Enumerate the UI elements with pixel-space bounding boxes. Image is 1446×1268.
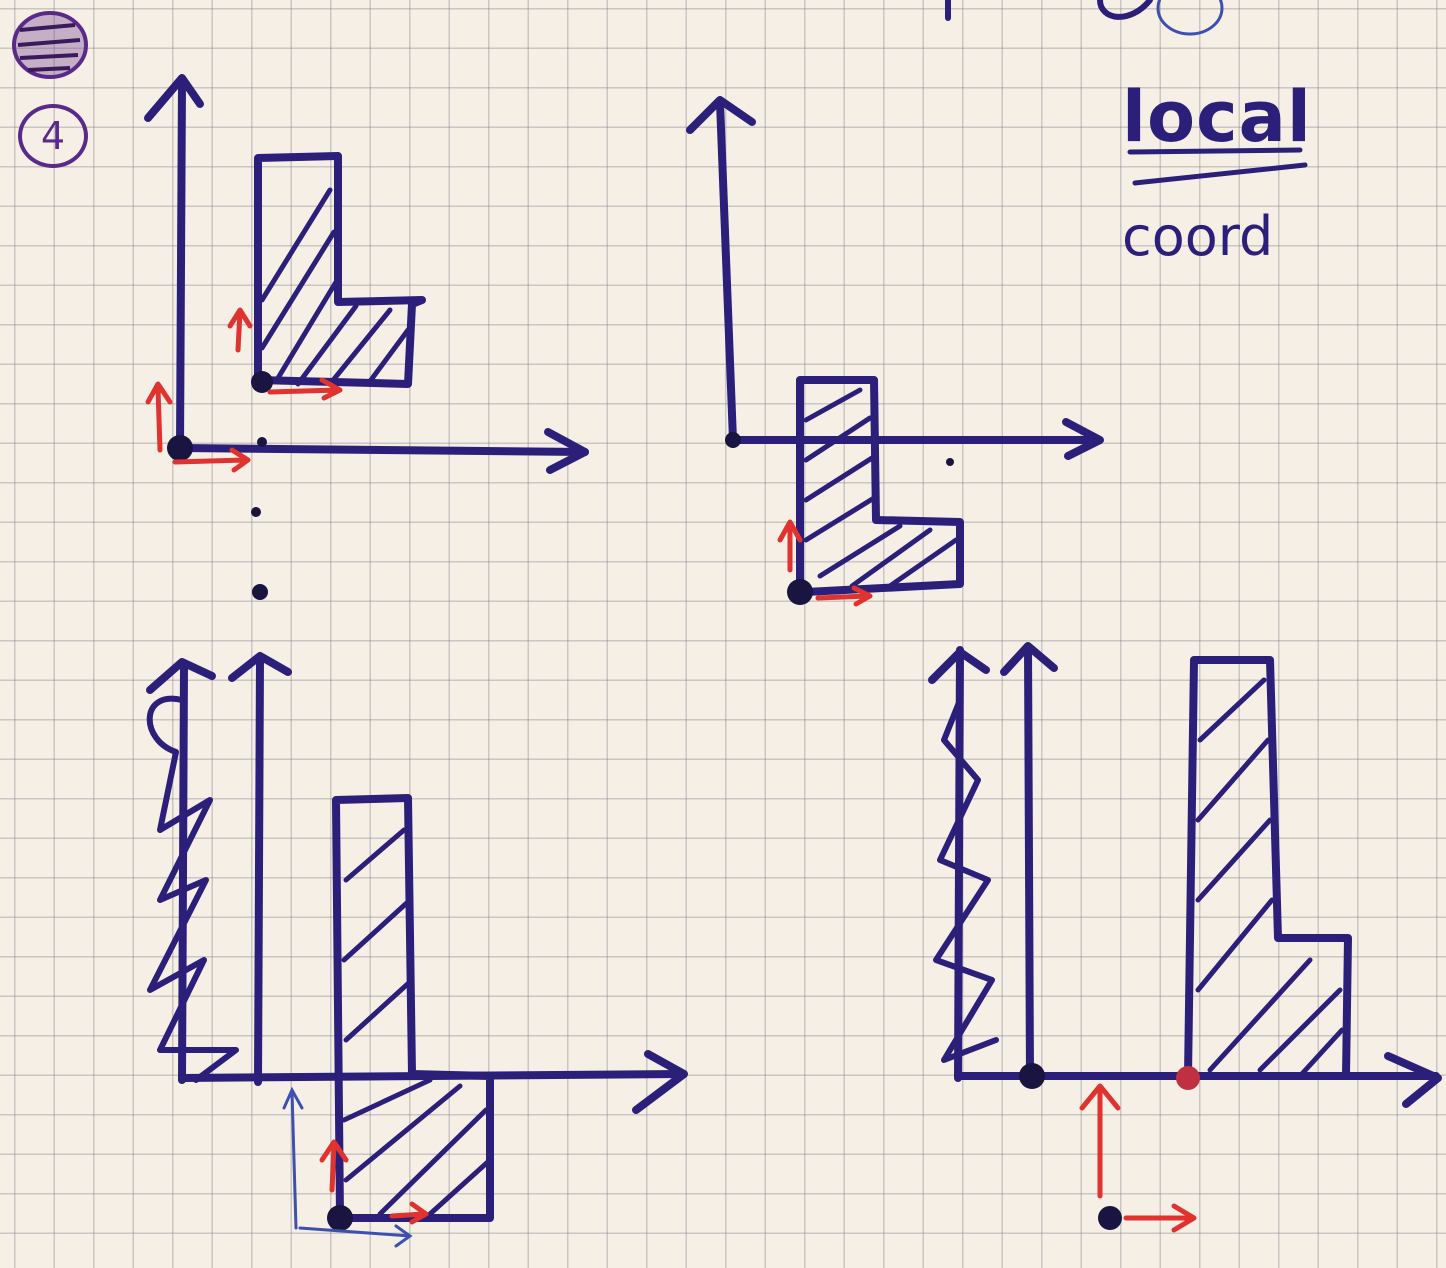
red-axis-arrow-icon xyxy=(267,377,343,401)
hatching xyxy=(803,387,959,589)
scribble-circle-icon xyxy=(12,11,88,79)
l-shape xyxy=(1184,656,1352,1080)
red-axis-arrow-icon xyxy=(1123,1203,1197,1233)
y-axis-old xyxy=(954,646,964,1082)
local-origin-dot xyxy=(327,1205,353,1231)
x-axis xyxy=(176,444,589,456)
local-origin-dot xyxy=(1176,1066,1200,1090)
red-axis-arrow-icon xyxy=(145,381,173,453)
scribble-hatching xyxy=(146,695,239,1083)
red-axis-arrow-icon xyxy=(319,1139,349,1193)
y-axis-arrow-icon xyxy=(1000,642,1058,676)
l-shape xyxy=(254,152,426,388)
local-origin-dot xyxy=(787,579,813,605)
fraction-bar xyxy=(1132,162,1308,186)
y-axis-arrow-icon xyxy=(146,658,216,694)
blue-arrow-icon xyxy=(282,1086,304,1230)
x-axis-arrow-icon xyxy=(544,428,589,474)
label-coord: coord xyxy=(1122,205,1274,268)
red-axis-arrow-icon xyxy=(227,307,253,353)
y-axis xyxy=(254,654,264,1086)
y-axis-arrow-icon xyxy=(686,96,756,134)
panel-bottom-left xyxy=(146,652,688,1248)
hatching xyxy=(1195,677,1345,1079)
hatching xyxy=(259,187,411,387)
label-underline xyxy=(1127,147,1303,155)
local-origin-dot xyxy=(251,371,273,393)
y-axis xyxy=(716,98,737,444)
red-axis-arrow-icon xyxy=(777,519,803,573)
panel-bottom-right xyxy=(928,642,1442,1233)
origin-dot xyxy=(167,435,193,461)
scribble-hatching xyxy=(933,697,999,1063)
red-axis-arrow-icon xyxy=(389,1201,429,1225)
y-axis xyxy=(1024,644,1034,1082)
panel-top-right xyxy=(686,96,1104,607)
y-axis-arrow-icon xyxy=(928,648,990,684)
panel-top-left xyxy=(144,74,589,600)
l-shape xyxy=(796,376,964,596)
y-axis xyxy=(176,78,186,452)
world-origin-dot xyxy=(1098,1206,1122,1230)
y-axis-old xyxy=(178,661,188,1084)
edge-mark xyxy=(1097,0,1153,20)
circled-number: 4 xyxy=(18,104,88,168)
x-axis-arrow-icon xyxy=(632,1050,688,1114)
origin-dot xyxy=(1019,1063,1045,1089)
hatching xyxy=(341,827,493,1217)
y-axis-arrow-icon xyxy=(228,652,292,682)
x-axis-arrow-icon xyxy=(1062,418,1104,460)
edge-circle xyxy=(1156,0,1224,36)
blue-arrow-icon xyxy=(298,1224,413,1248)
red-axis-arrow-icon xyxy=(815,585,873,607)
x-axis-arrow-icon xyxy=(1384,1052,1442,1108)
red-axis-arrow-icon xyxy=(1079,1083,1121,1199)
label-local: local xyxy=(1122,76,1312,158)
origin-dot xyxy=(725,432,741,448)
y-axis-arrow-icon xyxy=(144,74,204,122)
l-shape xyxy=(332,794,494,1222)
red-axis-arrow-icon xyxy=(172,447,251,473)
